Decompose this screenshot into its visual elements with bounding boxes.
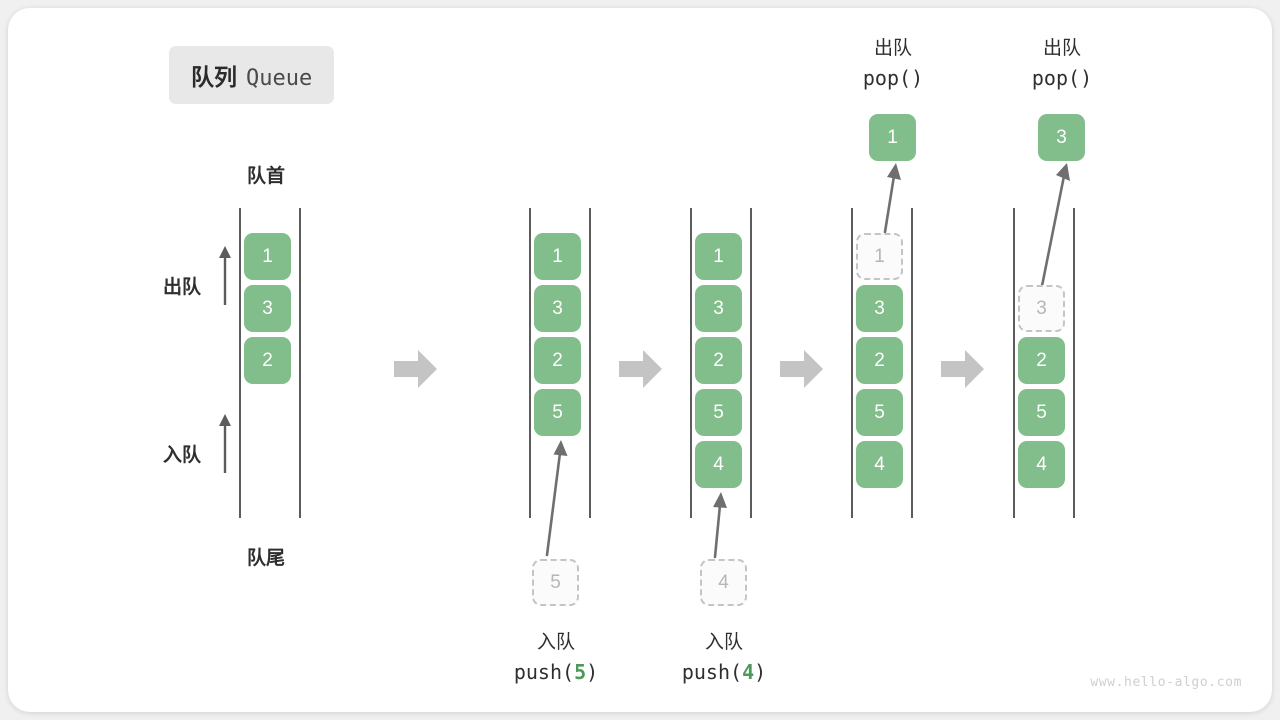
queue-cell: 1 <box>244 233 291 280</box>
queue-cell: 2 <box>244 337 291 384</box>
enqueue-direction-arrow <box>219 414 231 473</box>
push-4-connector-arrow <box>713 492 727 559</box>
queue-cell: 3 <box>244 285 291 332</box>
queue-cell: 2 <box>1018 337 1065 384</box>
push-5-label-code: push(5) <box>513 660 599 685</box>
queue-cell: 3 <box>856 285 903 332</box>
rail-left-col2 <box>529 208 531 518</box>
queue-cell: 1 <box>534 233 581 280</box>
queue-cell: 2 <box>695 337 742 384</box>
push-4-ghost-cell: 4 <box>700 559 747 606</box>
push-5-label-cn: 入队 <box>536 632 575 653</box>
watermark: www.hello-algo.com <box>1090 675 1242 690</box>
queue-cell-new: 5 <box>534 389 581 436</box>
rail-right-col5 <box>1073 208 1075 518</box>
pop-1-label-code: pop() <box>862 66 924 91</box>
title-en: Queue <box>246 66 313 91</box>
diagram-stage: 队列 Queue 队首 队尾 出队 入队 1 3 2 1 3 2 5 <box>8 8 1272 712</box>
pop-1-label-cn: 出队 <box>873 38 912 59</box>
queue-cell: 4 <box>1018 441 1065 488</box>
rail-right-col1 <box>299 208 301 518</box>
pop-1-label: 出队 pop() <box>813 34 973 94</box>
pop-3-label-cn: 出队 <box>1042 38 1081 59</box>
label-front: 队首 <box>246 166 285 187</box>
rail-right-col2 <box>589 208 591 518</box>
popped-ghost-cell-3: 3 <box>1018 285 1065 332</box>
queue-cell: 5 <box>695 389 742 436</box>
rail-right-col3 <box>750 208 752 518</box>
push-5-connector-arrow <box>545 440 568 557</box>
queue-cell: 4 <box>856 441 903 488</box>
rail-left-col4 <box>851 208 853 518</box>
push-5-ghost-cell: 5 <box>532 559 579 606</box>
popped-cell-1: 1 <box>869 114 916 161</box>
rail-left-col5 <box>1013 208 1015 518</box>
step-arrow-icon <box>394 350 437 388</box>
dequeue-direction-arrow <box>219 246 231 305</box>
step-arrow-icon <box>619 350 662 388</box>
queue-cell: 5 <box>1018 389 1065 436</box>
title-cn: 队列 <box>191 64 237 90</box>
pop-1-connector-arrow <box>883 163 901 234</box>
pop-3-label-code: pop() <box>1031 66 1093 91</box>
pop-3-label: 出队 pop() <box>982 34 1142 94</box>
label-dequeue-col1: 出队 <box>162 277 201 298</box>
push-5-label: 入队 push(5) <box>476 628 636 688</box>
queue-cell: 3 <box>695 285 742 332</box>
queue-cell: 2 <box>534 337 581 384</box>
step-arrow-icon <box>941 350 984 388</box>
push-4-label-code: push(4) <box>681 660 767 685</box>
rail-right-col4 <box>911 208 913 518</box>
queue-cell: 2 <box>856 337 903 384</box>
rail-left-col1 <box>239 208 241 518</box>
queue-cell: 1 <box>695 233 742 280</box>
pop-3-connector-arrow <box>1040 163 1070 288</box>
popped-cell-3: 3 <box>1038 114 1085 161</box>
label-enqueue-col1: 入队 <box>162 445 201 466</box>
popped-ghost-cell-1: 1 <box>856 233 903 280</box>
label-rear: 队尾 <box>246 548 285 569</box>
queue-cell: 3 <box>534 285 581 332</box>
title-badge: 队列 Queue <box>169 46 335 104</box>
push-4-label-cn: 入队 <box>704 632 743 653</box>
queue-cell: 5 <box>856 389 903 436</box>
push-4-label: 入队 push(4) <box>644 628 804 688</box>
diagram-card: 队列 Queue 队首 队尾 出队 入队 1 3 2 1 3 2 5 <box>8 8 1272 712</box>
step-arrow-icon <box>780 350 823 388</box>
queue-cell-new: 4 <box>695 441 742 488</box>
rail-left-col3 <box>690 208 692 518</box>
